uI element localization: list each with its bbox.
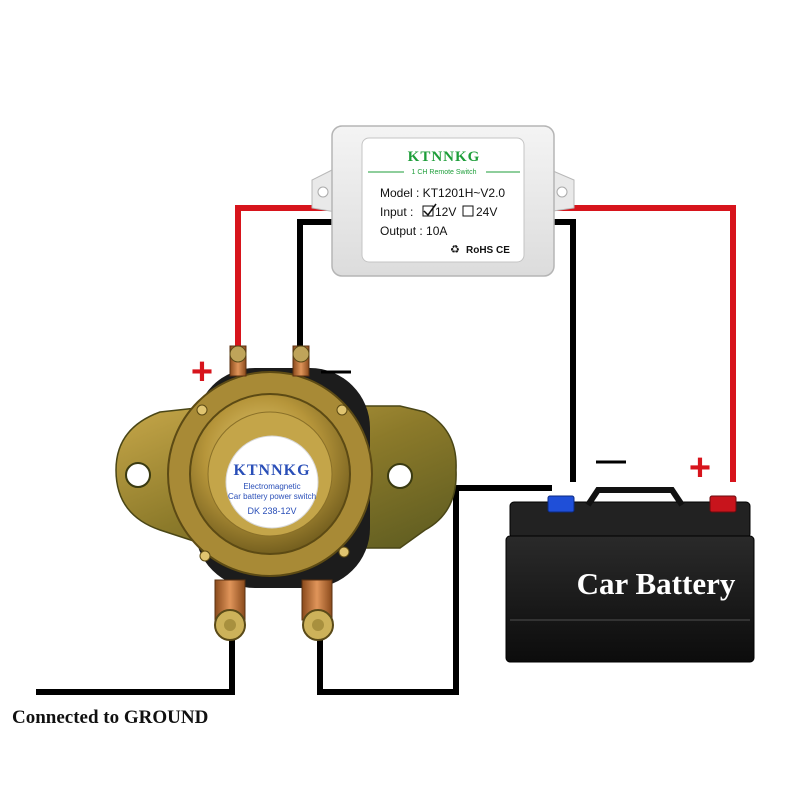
red-wire-switch-to-battery-plus [548, 205, 736, 482]
solenoid-brand: KTNNKG [233, 462, 310, 479]
battery-label: Car Battery [577, 566, 736, 601]
solenoid-line1: Electromagnetic [243, 482, 300, 491]
polarity-labels: + — — + [191, 351, 711, 489]
battery-plus-sign: + [689, 447, 711, 489]
recycle-icon: ♻ [450, 244, 460, 256]
switch-label-panel [361, 137, 525, 263]
battery-handle [585, 487, 685, 507]
tab-hole-left [317, 186, 329, 198]
red-wire-switch-to-solenoid [235, 205, 334, 352]
car-battery: Car Battery [505, 487, 755, 663]
tab-hole-right [556, 186, 568, 198]
switch-certs: RoHS CE [466, 245, 510, 256]
nut-icon-minus [292, 345, 310, 363]
black-wire-solenoid-to-ground [36, 635, 235, 695]
switch-output: Output : 10A [380, 224, 447, 238]
switch-input-24v: 24V [476, 205, 497, 219]
bolt-center-left [224, 619, 236, 631]
solenoid-line2: Car battery power switch [228, 492, 316, 501]
solenoid-label-disc [225, 435, 319, 529]
checkbox-24v [462, 205, 474, 217]
black-wire-solenoid-to-battery [317, 485, 552, 695]
rivet-icon-top-left [196, 404, 208, 416]
switch-input-12v: 12V [435, 205, 456, 219]
bracket-hole-left [125, 462, 151, 488]
black-wire-switch-to-battery-minus [548, 219, 576, 482]
rivet-icon-bottom-left [199, 550, 211, 562]
switch-brand: KTNNKG [408, 149, 481, 165]
switch-subtitle: 1 CH Remote Switch [412, 169, 477, 176]
bolt-center-right [312, 619, 324, 631]
solenoid-model: DK 238-12V [247, 506, 296, 516]
solenoid-switch: KTNNKG Electromagnetic Car battery power… [115, 345, 457, 641]
ground-caption: Connected to GROUND [12, 707, 208, 728]
bracket-hole-right [387, 463, 413, 489]
black-wire-switch-to-solenoid [297, 219, 334, 352]
wires [36, 205, 736, 695]
terminal-plus-red [709, 495, 737, 513]
solenoid-minus-sign: — [321, 354, 351, 387]
switch-input-label: Input : [380, 205, 413, 219]
terminal-minus-blue [547, 495, 575, 513]
solenoid-plus-sign: + [191, 351, 213, 393]
battery-minus-sign: — [596, 444, 626, 477]
rivet-icon-top-right [336, 404, 348, 416]
switch-model: Model : KT1201H~V2.0 [380, 186, 505, 200]
check-mark-icon [423, 203, 437, 217]
nut-icon-plus [229, 345, 247, 363]
rivet-icon-bottom-right [338, 546, 350, 558]
battery-body [505, 535, 755, 663]
remote-switch-module: KTNNKG 1 CH Remote Switch Model : KT1201… [311, 125, 575, 277]
